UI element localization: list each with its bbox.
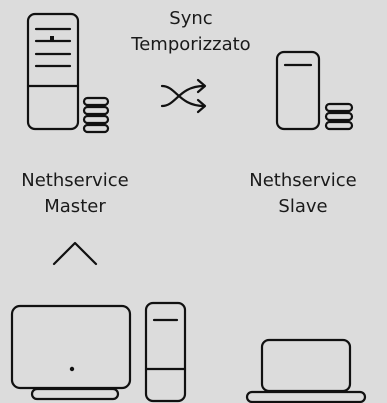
- sync-label: Sync Temporizzato: [106, 6, 276, 58]
- slave-label-line1: Nethservice: [249, 170, 357, 191]
- slave-label-line2: Slave: [278, 196, 328, 217]
- laptop-icon: [245, 338, 367, 403]
- chevron-up-icon: [52, 241, 98, 266]
- slave-disk-stack-icon: [324, 102, 354, 131]
- sync-label-line1: Sync: [169, 8, 213, 29]
- desktop-tower-icon: [144, 301, 187, 403]
- slave-label: Nethservice Slave: [228, 168, 378, 220]
- master-label-line2: Master: [44, 196, 106, 217]
- master-disk-stack-icon: [82, 96, 110, 134]
- slave-server-icon: [275, 50, 321, 131]
- desktop-monitor-icon: [10, 304, 132, 401]
- master-server-icon: [26, 12, 80, 131]
- sync-label-line2: Temporizzato: [131, 34, 251, 55]
- sync-shuffle-icon: [160, 78, 207, 114]
- master-label-line1: Nethservice: [21, 170, 129, 191]
- master-label: Nethservice Master: [0, 168, 150, 220]
